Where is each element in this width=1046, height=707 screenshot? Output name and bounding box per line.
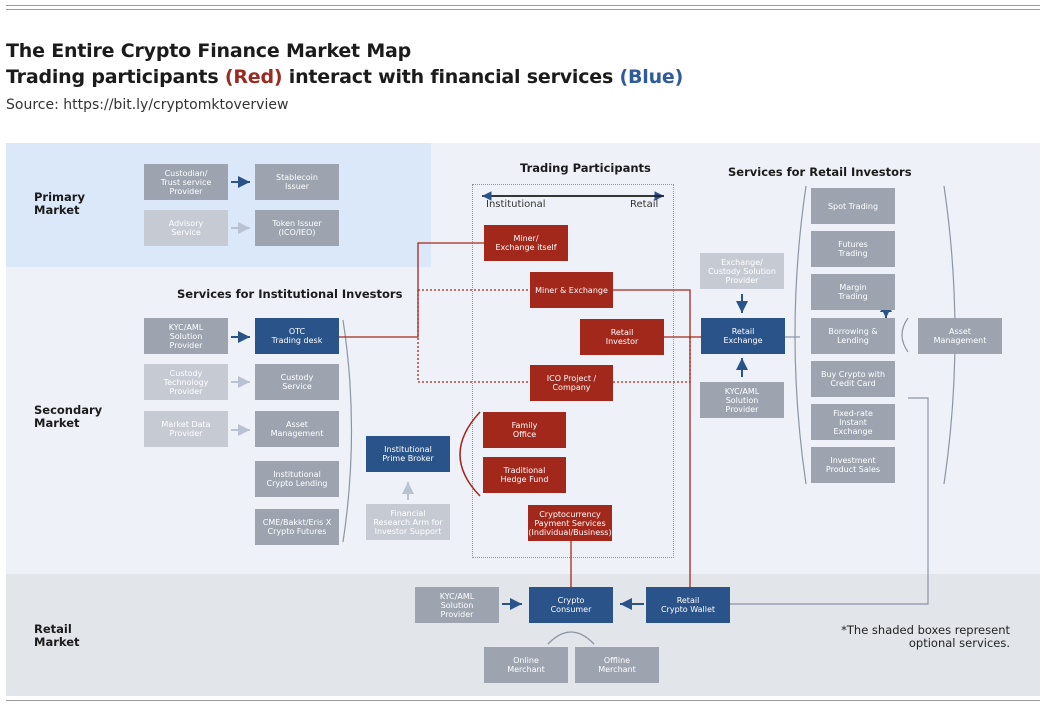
axis-retail-label: Retail xyxy=(630,199,659,210)
research-arm-box: Financial Research Arm for Investor Supp… xyxy=(366,504,450,540)
crypto-futures-box: CME/Bakkt/Eris X Crypto Futures xyxy=(255,509,339,545)
retail-asset-mgmt-box: Asset Management xyxy=(918,318,1002,354)
retail-investor-box: Retail Investor xyxy=(580,319,664,355)
stablecoin-issuer-box: Stablecoin Issuer xyxy=(255,164,339,200)
top-rule xyxy=(6,5,1040,6)
primary-market-label: Primary Market xyxy=(34,190,85,217)
trading-participants-heading: Trading Participants xyxy=(520,161,651,175)
crypto-lending-box: Institutional Crypto Lending xyxy=(255,461,339,497)
market-data-box: Market Data Provider xyxy=(144,411,228,447)
miner-exchange-box: Miner & Exchange xyxy=(530,272,613,308)
prime-broker-box: Institutional Prime Broker xyxy=(366,436,450,472)
otc-desk-box: OTC Trading desk xyxy=(255,318,339,354)
family-office-box: Family Office xyxy=(483,412,566,448)
inst-kyc-box: KYC/AML Solution Provider xyxy=(144,318,228,354)
retail-kyc-box: KYC/AML Solution Provider xyxy=(700,382,784,418)
source-link[interactable]: Source: https://bit.ly/cryptomktoverview xyxy=(6,97,289,113)
hedge-fund-box: Traditional Hedge Fund xyxy=(483,457,566,493)
ico-project-box: ICO Project / Company xyxy=(530,365,613,401)
institutional-services-heading: Services for Institutional Investors xyxy=(177,287,403,301)
credit-card-box: Buy Crypto with Credit Card xyxy=(811,361,895,397)
bottom-rule xyxy=(6,700,1040,701)
primary-market-band xyxy=(6,143,431,267)
fixed-rate-box: Fixed-rate Instant Exchange xyxy=(811,404,895,440)
secondary-market-label: Secondary Market xyxy=(34,403,103,430)
crypto-consumer-box: Crypto Consumer xyxy=(529,587,613,623)
retail-market-label: Retail Market xyxy=(34,622,80,649)
page-subtitle: Trading participants (Red) interact with… xyxy=(6,66,683,88)
margin-trading-box: Margin Trading xyxy=(811,274,895,310)
trading-participants-region xyxy=(472,184,674,558)
online-merchant-box: Online Merchant xyxy=(484,647,568,683)
custody-service-box: Custody Service xyxy=(255,364,339,400)
investment-product-box: Investment Product Sales xyxy=(811,447,895,483)
retail-market-kyc-box: KYC/AML Solution Provider xyxy=(415,587,499,623)
futures-trading-box: Futures Trading xyxy=(811,231,895,267)
subtitle-red: (Red) xyxy=(224,66,283,88)
exchange-custody-box: Exchange/ Custody Solution Provider xyxy=(700,253,784,289)
custodian-box: Custodian/ Trust service Provider xyxy=(144,164,228,200)
advisory-service-box: Advisory Service xyxy=(144,210,228,246)
axis-institutional-label: Institutional xyxy=(486,199,546,210)
subtitle-part-1: Trading participants xyxy=(6,66,225,88)
offline-merchant-box: Offline Merchant xyxy=(575,647,659,683)
inst-asset-mgmt-box: Asset Management xyxy=(255,411,339,447)
subtitle-part-2: interact with financial services xyxy=(282,66,620,88)
page-title: The Entire Crypto Finance Market Map xyxy=(6,40,412,62)
miner-box: Miner/ Exchange itself xyxy=(484,225,568,261)
top-rule-2 xyxy=(6,9,1040,10)
subtitle-blue: (Blue) xyxy=(619,66,684,88)
spot-trading-box: Spot Trading xyxy=(811,188,895,224)
shaded-boxes-note: *The shaded boxes represent optional ser… xyxy=(841,623,1010,650)
crypto-wallet-box: Retail Crypto Wallet xyxy=(646,587,730,623)
retail-services-heading: Services for Retail Investors xyxy=(728,165,912,179)
borrowing-lending-box: Borrowing & Lending xyxy=(811,318,895,354)
retail-exchange-box: Retail Exchange xyxy=(701,318,785,354)
custody-tech-box: Custody Technology Provider xyxy=(144,364,228,400)
token-issuer-box: Token Issuer (ICO/IEO) xyxy=(255,210,339,246)
payment-services-box: Cryptocurrency Payment Services (Individ… xyxy=(528,505,612,541)
